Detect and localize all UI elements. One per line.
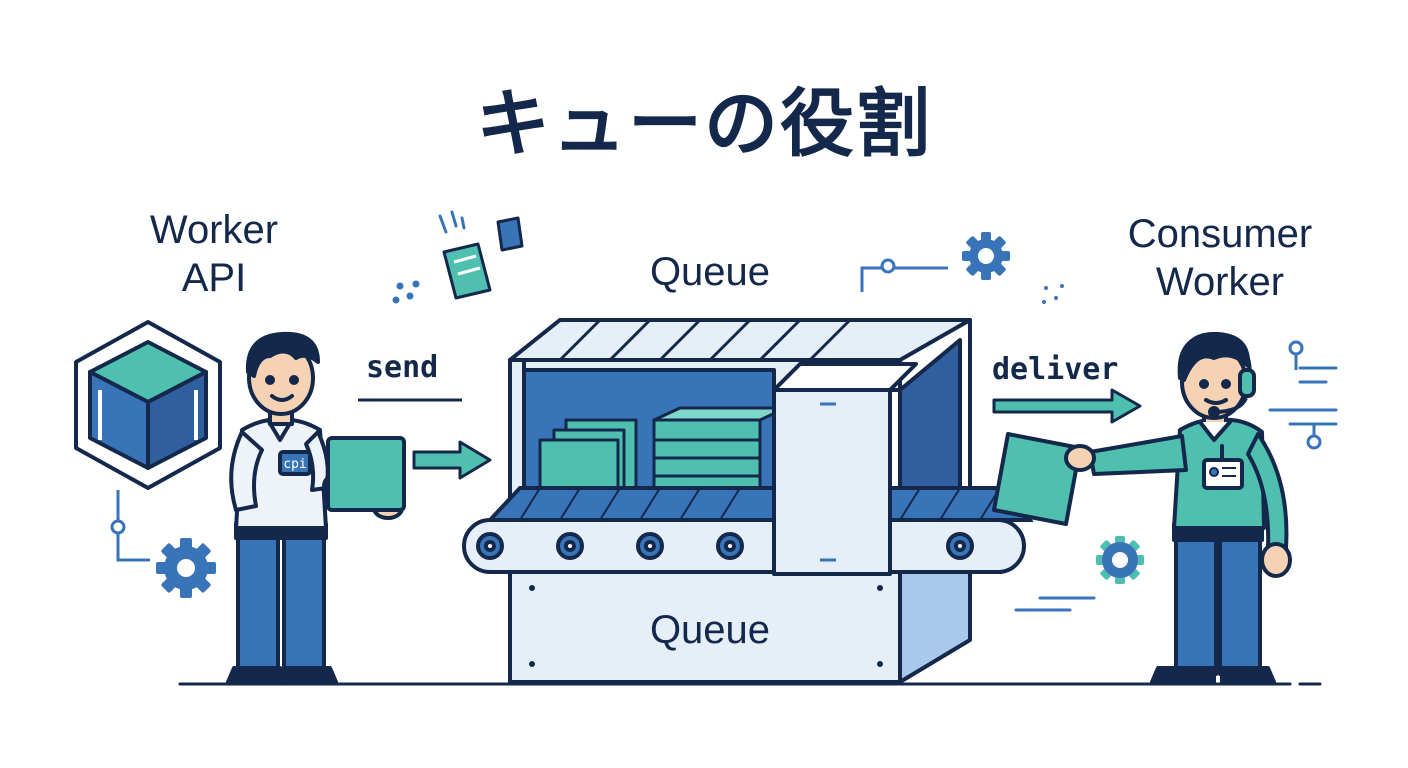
package-held-left xyxy=(326,436,406,512)
cube-icon xyxy=(74,320,222,490)
headset-icon xyxy=(1178,331,1256,418)
queue-top-label: Queue xyxy=(649,250,771,294)
consumer-label: Consumer Worker xyxy=(1100,210,1340,306)
speed-lines xyxy=(1014,366,1338,612)
queue-gate xyxy=(772,362,918,576)
badge-label: cpi xyxy=(283,457,306,472)
package-delivered xyxy=(992,432,1082,526)
queue-machine-label: Queue xyxy=(649,608,771,652)
motion-marks xyxy=(392,210,466,304)
connector-line-right xyxy=(1288,340,1322,450)
gear-icon-top xyxy=(962,232,1010,280)
gear-icon-right xyxy=(1096,536,1144,584)
deliver-label: deliver xyxy=(992,352,1119,387)
id-card-icon xyxy=(1209,467,1236,477)
send-label: send xyxy=(366,350,439,385)
deliver-arrow xyxy=(992,388,1142,424)
consumer-label-line-1: Consumer xyxy=(1127,212,1313,256)
gear-icon xyxy=(156,538,216,598)
page-title: キューの役割 xyxy=(476,81,932,167)
consumer-person xyxy=(1064,332,1292,684)
producer-label: Worker API xyxy=(104,206,324,302)
producer-label-line-2: API xyxy=(181,256,247,300)
connector-line-right-top xyxy=(860,258,948,292)
consumer-label-line-2: Worker xyxy=(1155,260,1285,304)
sparkle-dots xyxy=(1042,284,1064,304)
producer-label-line-1: Worker xyxy=(149,208,279,252)
document-icon xyxy=(442,216,524,300)
cabinet-rivets xyxy=(529,585,883,667)
conveyor-belt xyxy=(462,486,1034,574)
connector-line-left xyxy=(110,490,150,562)
send-arrow xyxy=(412,440,492,480)
